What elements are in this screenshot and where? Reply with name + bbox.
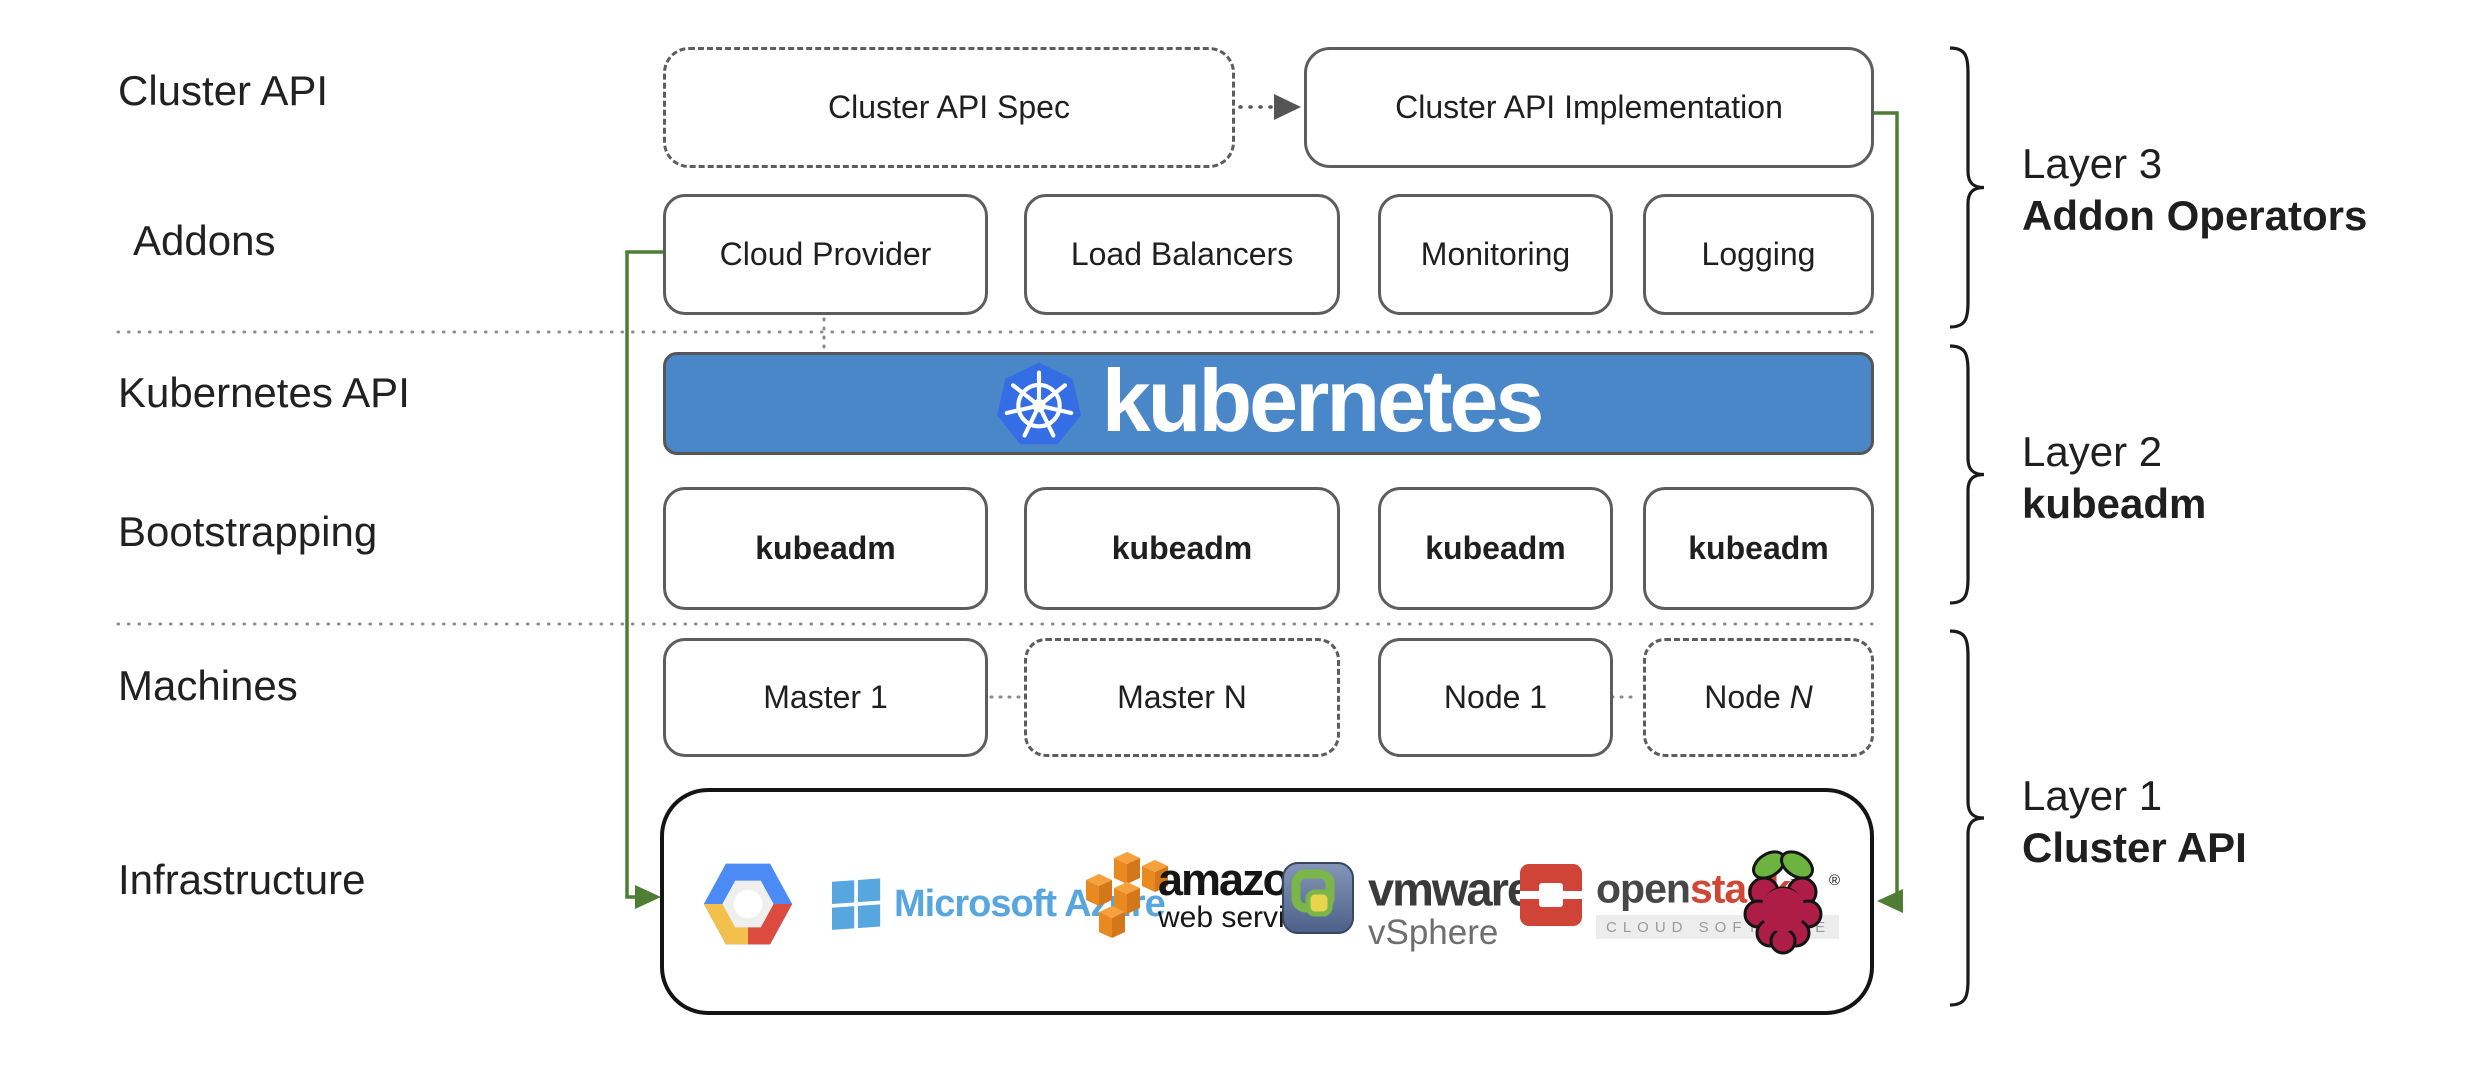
- layer-2-subtitle: kubeadm: [2022, 480, 2207, 527]
- spec-to-implementation-arrow: [1238, 94, 1301, 120]
- layer-2-label: Layer 2 kubeadm: [2022, 426, 2206, 530]
- vsphere-icon: [1282, 862, 1354, 934]
- machine-box-node-1: Node 1: [1378, 638, 1613, 757]
- kubeadm-box-3: kubeadm: [1378, 487, 1613, 610]
- cloud-provider-to-infrastructure-connector: [625, 250, 663, 909]
- layer-2-bracket: [1949, 344, 1985, 605]
- azure-window-icon: [832, 878, 881, 930]
- cluster-api-implementation-box: Cluster API Implementation: [1304, 47, 1874, 168]
- layer-1-label: Layer 1 Cluster API: [2022, 770, 2247, 874]
- aws-cubes-icon: [1086, 852, 1168, 938]
- row-label-kubernetes-api: Kubernetes API: [118, 369, 410, 416]
- addon-box-logging: Logging: [1643, 194, 1874, 315]
- machine-box-master-n: Master N: [1024, 638, 1340, 757]
- vmware-vsphere-logo: vmware® vSphere: [1282, 862, 1543, 953]
- kubeadm-box-2: kubeadm: [1024, 487, 1340, 610]
- layer-3-subtitle: Addon Operators: [2022, 192, 2368, 239]
- machine-box-master-1: Master 1: [663, 638, 988, 757]
- layer-1-bracket: [1949, 629, 1985, 1007]
- kubeadm-box-1: kubeadm: [663, 487, 988, 610]
- openstack-icon: [1520, 864, 1582, 926]
- kubernetes-banner: kubernetes: [663, 350, 1874, 455]
- layer-3-label: Layer 3 Addon Operators: [2022, 138, 2367, 242]
- vsphere-wordmark: vSphere: [1368, 912, 1499, 952]
- implementation-to-infrastructure-connector: [1874, 111, 1903, 913]
- kubeadm-box-4: kubeadm: [1643, 487, 1874, 610]
- layer-3-bracket: [1949, 46, 1985, 329]
- layer-1-title: Layer 1: [2022, 772, 2163, 819]
- row-label-cluster-api: Cluster API: [118, 67, 329, 114]
- machine-box-node-n: Node N: [1643, 638, 1874, 757]
- layer-1-subtitle: Cluster API: [2022, 824, 2247, 871]
- layer-2-title: Layer 2: [2022, 428, 2163, 475]
- raspberry-pi-logo: ®: [1742, 844, 1840, 961]
- infrastructure-box: Microsoft Azure: [660, 788, 1874, 1015]
- google-cloud-logo: [700, 854, 796, 959]
- cluster-api-spec-box: Cluster API Spec: [663, 47, 1235, 168]
- vmware-wordmark: vmware®: [1368, 862, 1543, 916]
- raspberry-pi-registered-mark: ®: [1828, 872, 1840, 889]
- row-label-bootstrapping: Bootstrapping: [118, 508, 378, 555]
- addon-box-cloud-provider: Cloud Provider: [663, 194, 988, 315]
- row-label-machines: Machines: [118, 662, 298, 709]
- row-label-infrastructure: Infrastructure: [118, 856, 366, 903]
- layer-3-title: Layer 3: [2022, 140, 2163, 187]
- row-label-addons: Addons: [133, 217, 276, 264]
- kubernetes-helm-icon: [996, 362, 1081, 444]
- kubernetes-wordmark: kubernetes: [1101, 350, 1545, 450]
- addon-box-load-balancers: Load Balancers: [1024, 194, 1340, 315]
- addon-box-monitoring: Monitoring: [1378, 194, 1613, 315]
- aws-logo: [1086, 852, 1174, 949]
